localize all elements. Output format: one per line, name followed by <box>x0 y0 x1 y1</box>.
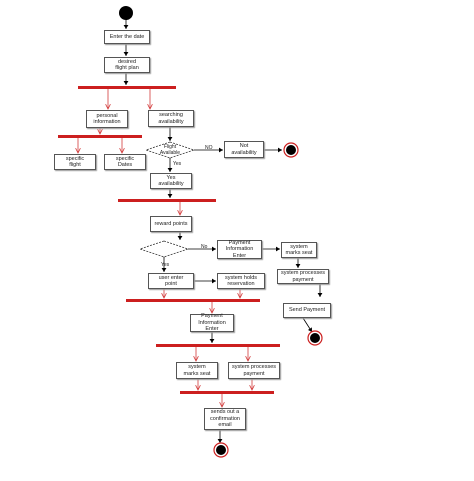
personal-information-node: personal information <box>86 110 128 128</box>
reward-points-node: reward points <box>150 216 192 232</box>
yes-edge-label-1: Yes <box>173 161 182 167</box>
searching-availability-node: searching availability <box>148 110 194 127</box>
join-bar-4 <box>126 299 260 302</box>
yes-availability-node: Yes availability <box>150 173 192 189</box>
send-payment-node: Send Payment <box>283 303 331 318</box>
end-node-1 <box>283 142 299 158</box>
join-bar-3 <box>118 199 216 202</box>
start-node <box>119 6 133 20</box>
fork-bar-2 <box>58 135 142 138</box>
join-bar-6 <box>180 391 274 394</box>
system-processes-payment-node-1: system processes payment <box>277 269 329 284</box>
specific-flight-node: specific flight <box>54 154 96 170</box>
flight-decision-diamond <box>144 141 196 159</box>
system-marks-seat-node-2: system marks seat <box>176 362 218 379</box>
end-node-3 <box>213 442 229 458</box>
fork-bar-1 <box>78 86 176 89</box>
specific-dates-node: specific Dates <box>104 154 146 170</box>
system-holds-reservation-node: system holds reservation <box>217 273 265 289</box>
desired-flight-plan-node: desired flight plan <box>104 57 150 73</box>
end-node-2 <box>307 330 323 346</box>
no-edge-label-2: No <box>201 244 208 250</box>
yes-edge-label-2: Yes <box>161 262 170 268</box>
no-edge-label-1: NO <box>205 145 213 151</box>
enter-date-node: Enter the date <box>104 30 150 44</box>
system-processes-payment-node-2: system processes payment <box>228 362 280 379</box>
payment-information-enter-node-2: Payment Information Enter <box>190 313 234 332</box>
not-availability-node: Not availability <box>224 141 264 158</box>
points-decision-diamond <box>138 240 190 258</box>
payment-information-enter-node-1: Payment Information Enter <box>217 240 262 259</box>
flight-available-label: Flight Available <box>159 144 181 156</box>
fork-bar-5 <box>156 344 280 347</box>
user-enter-point-node: user enter point <box>148 273 194 289</box>
confirmation-email-node: sends out a confirmation email <box>204 408 246 430</box>
system-marks-seat-node-1: system marks seat <box>281 242 317 258</box>
